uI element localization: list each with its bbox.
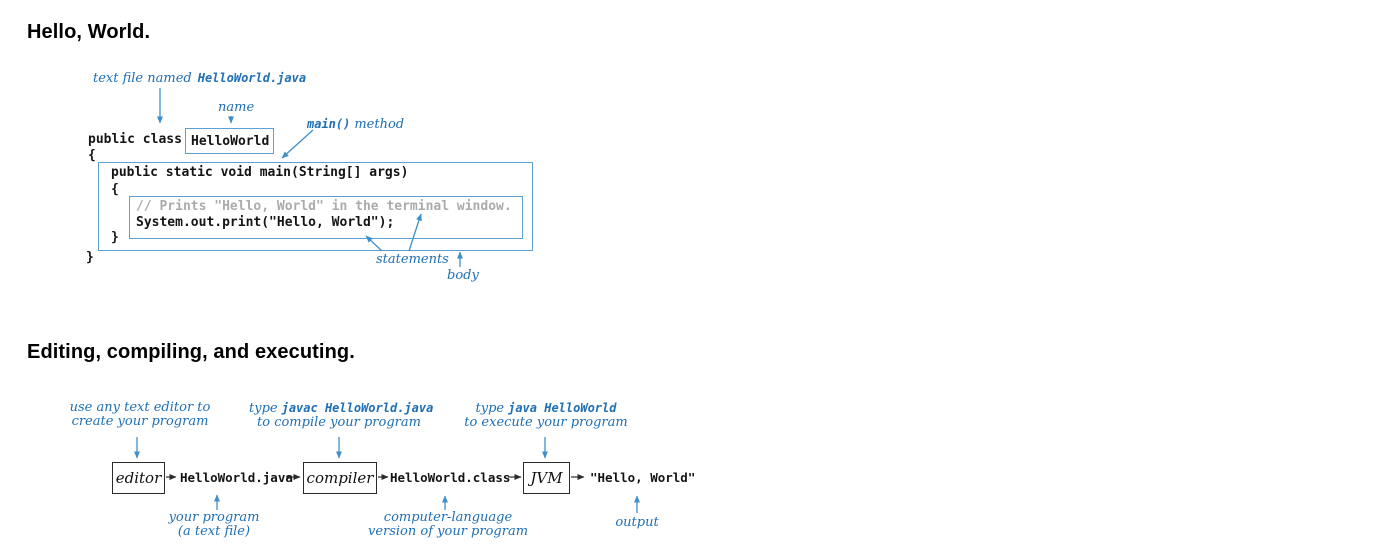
- main-method-mono: main(): [307, 117, 351, 131]
- class-file-label: computer-language version of your progra…: [358, 511, 538, 539]
- output-label: output: [615, 515, 659, 530]
- code-print-statement: System.out.print("Hello, World");: [136, 215, 395, 230]
- annotation-name-label: name: [218, 100, 255, 115]
- main-method-text: method: [354, 117, 405, 132]
- class-file-label-line2: version of your program: [367, 524, 529, 539]
- class-name-text: HelloWorld: [191, 134, 270, 149]
- compile-command-mono: javac HelloWorld.java: [281, 401, 434, 415]
- code-main-signature: public static void main(String[] args): [111, 165, 409, 180]
- annotation-file-label: text file named HelloWorld.java: [93, 71, 306, 86]
- section2-heading: Editing, compiling, and executing.: [27, 341, 355, 363]
- program-label-line1: your program: [168, 510, 260, 525]
- java-file-text: HelloWorld.java: [180, 470, 293, 485]
- class-file-label-line1: computer-language: [383, 510, 513, 525]
- section1-heading: Hello, World.: [27, 21, 151, 43]
- compiler-box-label: compiler: [306, 469, 374, 487]
- editor-command-line2: create your program: [71, 414, 209, 429]
- compiler-box: compiler: [303, 462, 377, 494]
- file-label-filename: HelloWorld.java: [197, 71, 307, 85]
- editor-box-label: editor: [115, 469, 162, 487]
- code-class-close-brace: }: [86, 250, 94, 265]
- program-label-line2: (a text file): [177, 524, 251, 539]
- execute-command-line2: to execute your program: [464, 415, 628, 430]
- code-class-keyword: public class: [88, 132, 182, 147]
- code-main-close-brace: }: [111, 230, 119, 245]
- class-name-box: HelloWorld: [185, 128, 275, 154]
- output-text: "Hello, World": [590, 470, 696, 485]
- file-label-text: text file named: [93, 71, 192, 86]
- code-main-open-brace: {: [111, 182, 119, 197]
- body-box: [98, 162, 533, 251]
- program-label: your program (a text file): [134, 511, 294, 539]
- jvm-box: JVM: [523, 462, 570, 494]
- class-file-text: HelloWorld.class: [390, 470, 511, 485]
- editor-command-line1: use any text editor to: [69, 400, 211, 415]
- main-method-arrow: [281, 129, 314, 159]
- editor-command-label: use any text editor to create your progr…: [57, 401, 223, 429]
- annotation-statements-label: statements: [376, 252, 449, 267]
- statements-box: [129, 196, 523, 239]
- execute-prefix: type: [475, 401, 505, 416]
- execute-command-mono: java HelloWorld: [508, 401, 617, 415]
- compile-command-line2: to compile your program: [257, 415, 421, 430]
- editor-box: editor: [112, 462, 165, 494]
- compile-prefix: type: [249, 401, 278, 416]
- code-class-open-brace: {: [88, 148, 96, 163]
- code-comment-line: // Prints "Hello, World" in the terminal…: [136, 199, 512, 214]
- jvm-box-label: JVM: [530, 469, 563, 487]
- annotation-body-label: body: [447, 268, 479, 283]
- annotation-main-method-label: main()method: [307, 117, 404, 132]
